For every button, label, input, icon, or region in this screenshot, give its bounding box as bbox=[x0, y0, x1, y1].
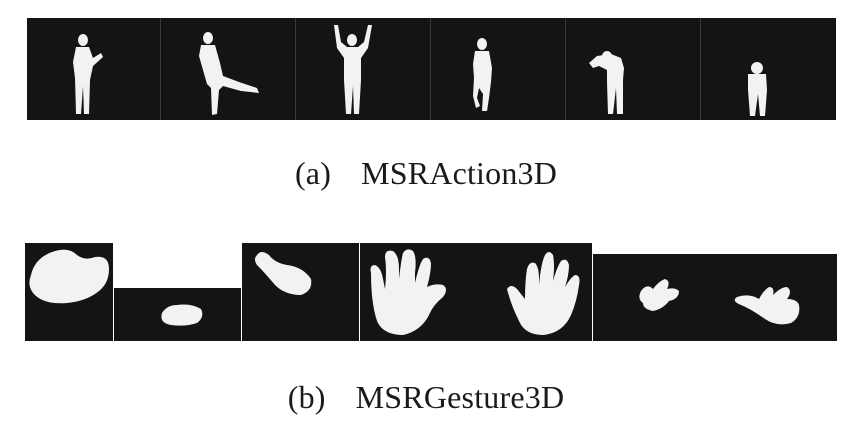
hand-silhouette-icon bbox=[29, 249, 109, 304]
human-silhouette-icon bbox=[748, 62, 767, 116]
human-silhouette-icon bbox=[199, 32, 259, 115]
human-silhouette-icon bbox=[334, 25, 372, 114]
human-silhouette-icon bbox=[73, 34, 103, 114]
frame-divider bbox=[430, 18, 431, 120]
gesture-frames-svg bbox=[29, 249, 800, 335]
caption-b-dataset: MSRGesture3D bbox=[355, 379, 565, 415]
frame-divider bbox=[700, 18, 701, 120]
caption-b-tag: (b) bbox=[287, 379, 326, 415]
caption-a-tag: (a) bbox=[294, 155, 332, 191]
caption-a: (a) MSRAction3D bbox=[0, 155, 852, 192]
frame-divider bbox=[295, 18, 296, 120]
human-silhouette-icon bbox=[473, 38, 492, 111]
msrgesture3d-strip bbox=[25, 243, 837, 341]
caption-a-dataset: MSRAction3D bbox=[361, 155, 558, 191]
caption-b: (b) MSRGesture3D bbox=[0, 379, 852, 416]
hand-silhouette-icon bbox=[507, 252, 580, 335]
hand-silhouette-icon bbox=[734, 287, 800, 325]
hand-silhouette-icon bbox=[161, 304, 203, 326]
hand-silhouette-icon bbox=[639, 279, 679, 311]
msraction3d-strip bbox=[27, 18, 836, 120]
hand-silhouette-icon bbox=[370, 249, 446, 335]
human-silhouette-icon bbox=[589, 51, 624, 114]
action-frames-svg bbox=[73, 25, 767, 116]
frame-divider bbox=[565, 18, 566, 120]
gesture-frame bbox=[593, 254, 837, 341]
hand-silhouette-icon bbox=[255, 252, 312, 295]
frame-divider bbox=[160, 18, 161, 120]
